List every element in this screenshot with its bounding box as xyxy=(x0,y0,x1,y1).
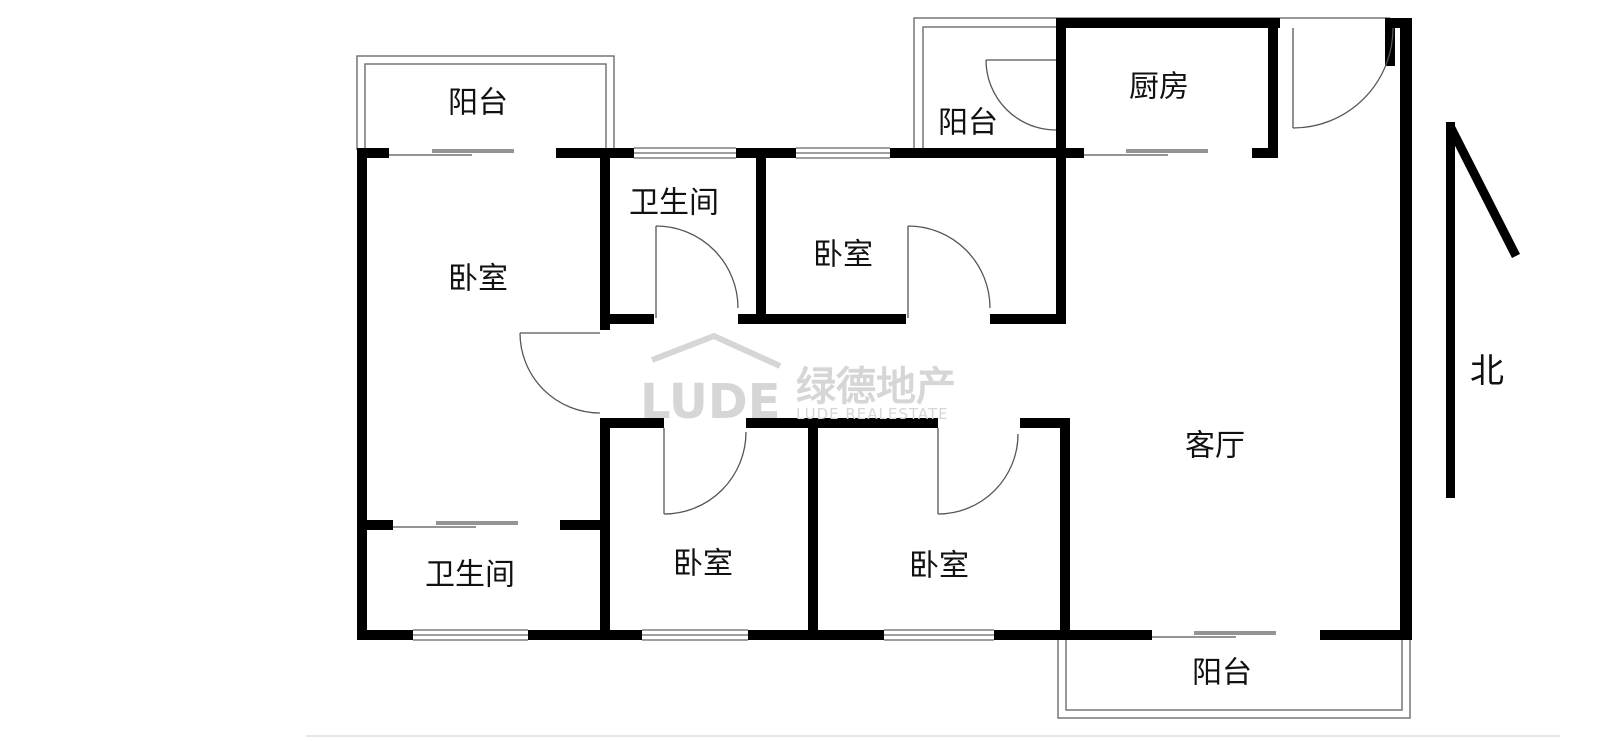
door-bedroom-bottom-2 xyxy=(937,428,1019,515)
watermark-name: 绿德地产 xyxy=(796,364,956,410)
watermark: LUDE 绿德地产 LUDE REALESTATE xyxy=(640,332,956,430)
door-bathroom-top xyxy=(655,225,739,318)
walls xyxy=(357,18,1412,640)
room-label-bedroom-left: 卧室 xyxy=(448,262,508,297)
window-top-bedroom xyxy=(796,147,890,159)
swing-doors xyxy=(519,27,1394,515)
room-label-balcony-kitchen: 阳台 xyxy=(938,106,998,141)
door-bedroom-bottom-1 xyxy=(663,428,747,515)
watermark-roof-icon xyxy=(650,332,782,369)
compass-north-label: 北 xyxy=(1470,352,1504,392)
door-entrance xyxy=(1292,27,1394,129)
room-label-balcony-bottom: 阳台 xyxy=(1192,656,1252,691)
room-label-bathroom-top: 卫生间 xyxy=(629,186,719,221)
watermark-mark: LUDE xyxy=(640,374,780,430)
north-arrow-icon xyxy=(1446,122,1521,498)
window-bottom-bathroom xyxy=(413,629,528,641)
sliding-door-balcony-bottom xyxy=(1152,631,1276,638)
window-top-bathroom xyxy=(634,147,736,159)
watermark-sub: LUDE REALESTATE xyxy=(796,405,949,423)
room-label-balcony-top-left: 阳台 xyxy=(448,86,508,121)
sliding-door-bathroom-bottom xyxy=(393,521,518,528)
sliding-doors xyxy=(389,149,1276,638)
sliding-door-top-left-balcony xyxy=(389,149,514,156)
windows xyxy=(413,147,994,641)
room-label-bedroom-top-center: 卧室 xyxy=(813,238,873,273)
room-labels: 阳台 卧室 卫生间 卧室 阳台 厨房 卫生间 卧室 卧室 客厅 阳台 xyxy=(425,70,1252,691)
window-bottom-bedroom-2 xyxy=(884,629,994,641)
room-label-bedroom-bottom-2: 卧室 xyxy=(909,549,969,584)
room-label-bedroom-bottom-1: 卧室 xyxy=(673,547,733,582)
sliding-door-kitchen xyxy=(1084,149,1208,156)
room-label-kitchen: 厨房 xyxy=(1129,70,1189,105)
door-kitchen-balcony xyxy=(985,59,1057,131)
window-bottom-bedroom-1 xyxy=(642,629,748,641)
room-label-living-room: 客厅 xyxy=(1185,429,1245,464)
door-bedroom-top xyxy=(907,225,991,318)
door-bedroom-left xyxy=(519,332,601,414)
room-label-bathroom-bottom-left: 卫生间 xyxy=(425,558,515,593)
